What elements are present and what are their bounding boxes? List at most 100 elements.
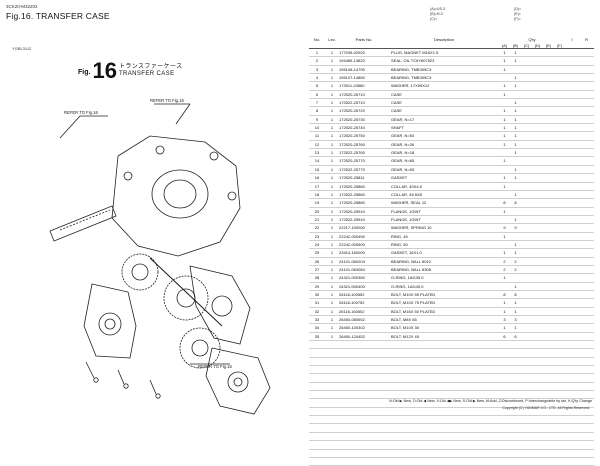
cell-empty	[521, 382, 532, 392]
cell-no: 25	[309, 248, 325, 258]
cell-empty	[499, 432, 510, 442]
cell-empty	[499, 348, 510, 358]
cell-no: 8	[309, 106, 325, 116]
cell-a: 1	[499, 65, 510, 75]
cell-empty	[510, 398, 521, 408]
cell-part: 22217-100000	[339, 223, 389, 233]
cell-empty	[339, 340, 389, 350]
cell-a	[499, 190, 510, 200]
cell-empty	[565, 265, 580, 275]
cell-empty	[521, 115, 532, 125]
cell-empty	[339, 457, 389, 466]
cell-lev: 1	[325, 240, 339, 250]
cell-no: 16	[309, 173, 325, 183]
cell-empty	[543, 457, 554, 466]
cell-empty	[543, 115, 554, 125]
cell-empty	[510, 457, 521, 466]
cell-empty	[521, 348, 532, 358]
cell-empty	[543, 56, 554, 66]
cell-empty	[532, 131, 543, 141]
cell-empty	[579, 323, 595, 333]
cell-part: 172522-25860	[339, 190, 389, 200]
cell-empty	[339, 423, 389, 433]
cell-b: 2	[510, 257, 521, 266]
cell-empty	[389, 365, 499, 375]
cell-empty	[521, 423, 532, 433]
cell-empty	[579, 365, 595, 375]
cell-empty	[339, 365, 389, 375]
cell-desc: BOLT, M8X 65	[389, 315, 499, 325]
cell-desc: O-RING, 1AG40.0	[389, 282, 499, 291]
cell-empty	[543, 81, 554, 91]
cell-empty	[389, 457, 499, 466]
cell-desc: CASE	[389, 106, 499, 116]
cell-empty	[499, 457, 510, 466]
cell-b: 1	[510, 215, 521, 225]
cell-no: 7	[309, 98, 325, 108]
cell-empty	[565, 257, 580, 266]
cell-empty	[389, 382, 499, 392]
cell-empty	[532, 248, 543, 258]
cell-no: 35	[309, 332, 325, 342]
cell-empty	[554, 357, 566, 367]
blank-row	[309, 407, 595, 417]
cell-empty	[543, 240, 554, 250]
cell-part: 26450-080652	[339, 315, 389, 325]
cell-lev: 1	[325, 273, 339, 283]
cell-empty	[532, 240, 543, 250]
cell-empty	[543, 282, 554, 291]
cell-empty	[554, 415, 566, 425]
cell-empty	[554, 123, 566, 133]
qty-legend-entry: (B)=H-3	[430, 12, 443, 16]
cell-part: 24321-000400	[339, 282, 389, 291]
cell-empty	[543, 140, 554, 150]
cell-a: 8	[499, 198, 510, 208]
cell-empty	[543, 232, 554, 241]
cell-empty	[309, 373, 325, 383]
cell-empty	[579, 415, 595, 425]
left-case	[83, 283, 137, 359]
cell-empty	[565, 307, 580, 317]
cell-empty	[543, 223, 554, 233]
cell-empty	[543, 365, 554, 375]
cell-a: 1	[499, 81, 510, 91]
cell-empty	[543, 198, 554, 208]
cell-empty	[521, 273, 532, 283]
cell-lev: 1	[325, 148, 339, 158]
cell-b: 1	[510, 123, 521, 133]
cell-no: 18	[309, 190, 325, 200]
cell-empty	[309, 432, 325, 442]
cell-empty	[339, 440, 389, 450]
copyright: Copyright (C) YANMAR CO., LTD. All Right…	[502, 406, 590, 410]
cell-desc: SHAFT	[389, 123, 499, 133]
cell-desc: BEARING, TMB309C3	[389, 65, 499, 75]
cell-empty	[339, 449, 389, 458]
cell-empty	[565, 240, 580, 250]
cell-no: 22	[309, 223, 325, 233]
cell-empty	[565, 48, 580, 58]
cell-lev: 1	[325, 156, 339, 166]
cell-desc: SEAL, OIL TC6Y607523	[389, 56, 499, 66]
cell-empty	[521, 407, 532, 417]
cell-empty	[565, 315, 580, 325]
figure-name-en: TRANSFER CASE	[118, 71, 175, 77]
cell-a: 8	[499, 290, 510, 300]
cell-b	[510, 65, 521, 75]
cell-part: 172522-25760	[339, 148, 389, 158]
cell-empty	[532, 315, 543, 325]
cell-empty	[543, 382, 554, 392]
col-part-no: Parts No.	[355, 36, 373, 42]
cell-empty	[565, 115, 580, 125]
qty-legend-entry: (A)=US-3	[430, 7, 446, 11]
cell-empty	[554, 348, 566, 358]
cell-a: 1	[499, 207, 510, 216]
cell-empty	[532, 182, 543, 191]
cell-empty	[532, 373, 543, 383]
